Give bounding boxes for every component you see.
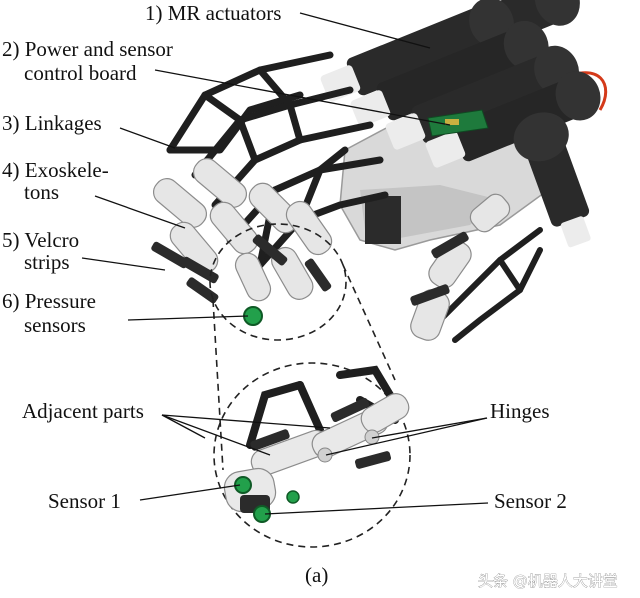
sensor-2b-dot <box>286 490 300 504</box>
label-sensor-2: Sensor 2 <box>494 489 567 513</box>
label-exoskeletons-2: tons <box>24 180 59 204</box>
label-pressure-2: sensors <box>24 313 86 337</box>
zoom-indicator <box>209 223 411 548</box>
label-velcro-1: 5) Velcro <box>2 228 79 252</box>
label-linkages: 3) Linkages <box>2 111 102 135</box>
labels: 1) MR actuators 2) Power and sensor cont… <box>2 1 567 587</box>
leader-lines <box>81 12 489 515</box>
sensor-1-dot <box>234 476 252 494</box>
watermark: 头条 @机器人大讲堂 <box>478 572 618 590</box>
label-velcro-2: strips <box>24 250 70 274</box>
label-power-board-2: control board <box>24 61 137 85</box>
label-hinges: Hinges <box>490 399 550 423</box>
finger-segments <box>151 158 333 326</box>
label-pressure-1: 6) Pressure <box>2 289 96 313</box>
control-board <box>427 109 489 137</box>
label-sensor-1: Sensor 1 <box>48 489 121 513</box>
label-exoskeletons-1: 4) Exoskele- <box>2 158 109 182</box>
thumb <box>410 193 543 343</box>
label-mr-actuators: 1) MR actuators <box>145 1 281 25</box>
label-adjacent-parts: Adjacent parts <box>22 399 144 423</box>
zoomed-fingertip <box>223 365 410 523</box>
label-power-board-1: 2) Power and sensor <box>2 37 173 61</box>
panel-label: (a) <box>305 563 328 587</box>
